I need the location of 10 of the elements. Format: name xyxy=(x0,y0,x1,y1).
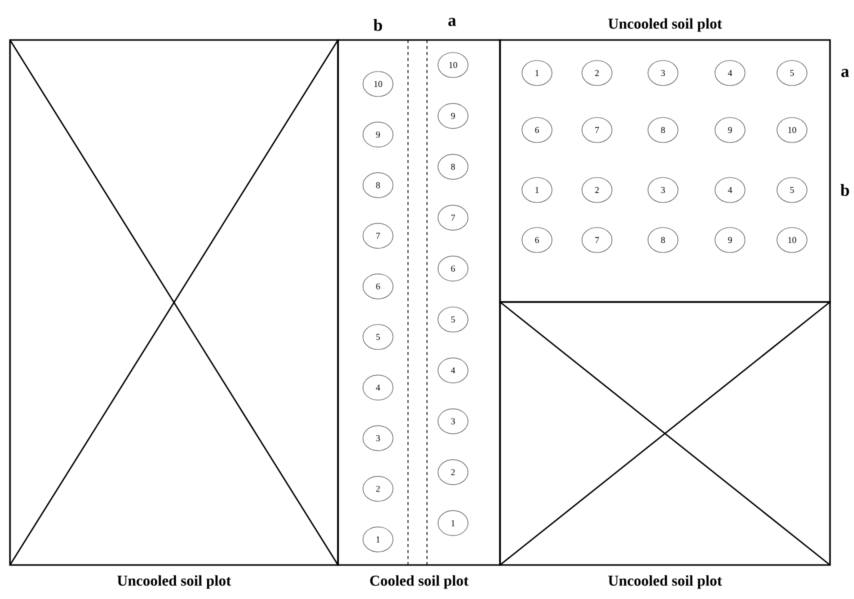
node-label: Cooled soil plot xyxy=(370,575,469,589)
node-label: Uncooled soil plot xyxy=(117,575,232,589)
plot-box: Uncooled soil plot xyxy=(9,39,339,589)
node-label: Uncooled soil plot xyxy=(608,18,722,32)
node-label: Uncooled soil plot xyxy=(608,575,722,589)
row-label: a xyxy=(841,68,849,78)
column-label: b xyxy=(374,19,382,31)
plot-box: Uncooled soil plot xyxy=(499,301,831,589)
row-label: b xyxy=(840,184,850,196)
column-label: a xyxy=(448,18,456,26)
